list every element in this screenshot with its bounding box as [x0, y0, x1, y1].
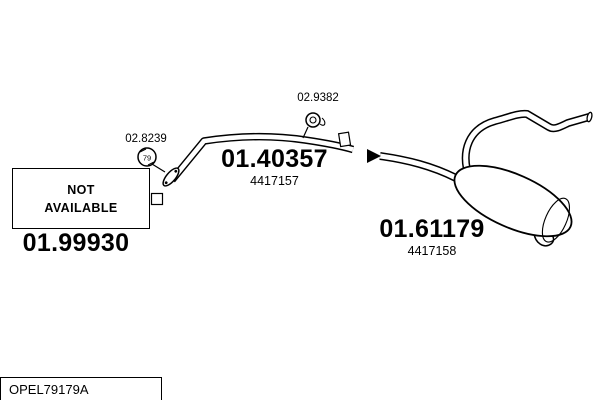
part-number-rear-silencer[interactable]: 01.61179 [379, 215, 485, 243]
clamp-size-label: 79 [143, 154, 151, 163]
hanger-ring-icon [302, 112, 326, 139]
clamp-code-label: 02.8239 [125, 133, 167, 145]
not-available-box: NOT AVAILABLE [12, 168, 150, 229]
flange-icon [162, 167, 180, 187]
hanger-code-label: 02.9382 [297, 92, 339, 104]
tailpipe-end-opening [586, 111, 593, 123]
silencer-end-cap [541, 197, 571, 243]
connector-arrow-icon [367, 149, 381, 163]
not-available-line1: NOT [67, 182, 95, 197]
rear-silencer-body [453, 164, 573, 243]
mid-pipe [169, 131, 355, 183]
part-number-front-pipe[interactable]: 01.99930 [22, 229, 130, 257]
oem-number-mid-pipe: 4417157 [250, 174, 299, 188]
pipe-bracket-icon [337, 131, 352, 148]
tailpipe [461, 109, 593, 182]
oem-number-rear-silencer: 4417158 [407, 244, 457, 258]
catalog-reference-box: OPEL79179A [0, 377, 162, 400]
part-number-mid-pipe[interactable]: 01.40357 [221, 145, 328, 173]
clamp-icon: 79 [137, 147, 166, 173]
connection-point-marker [150, 192, 164, 206]
catalog-reference-label: OPEL79179A [9, 382, 89, 397]
rear-inlet-pipe [379, 152, 458, 182]
not-available-line2: AVAILABLE [44, 200, 118, 215]
